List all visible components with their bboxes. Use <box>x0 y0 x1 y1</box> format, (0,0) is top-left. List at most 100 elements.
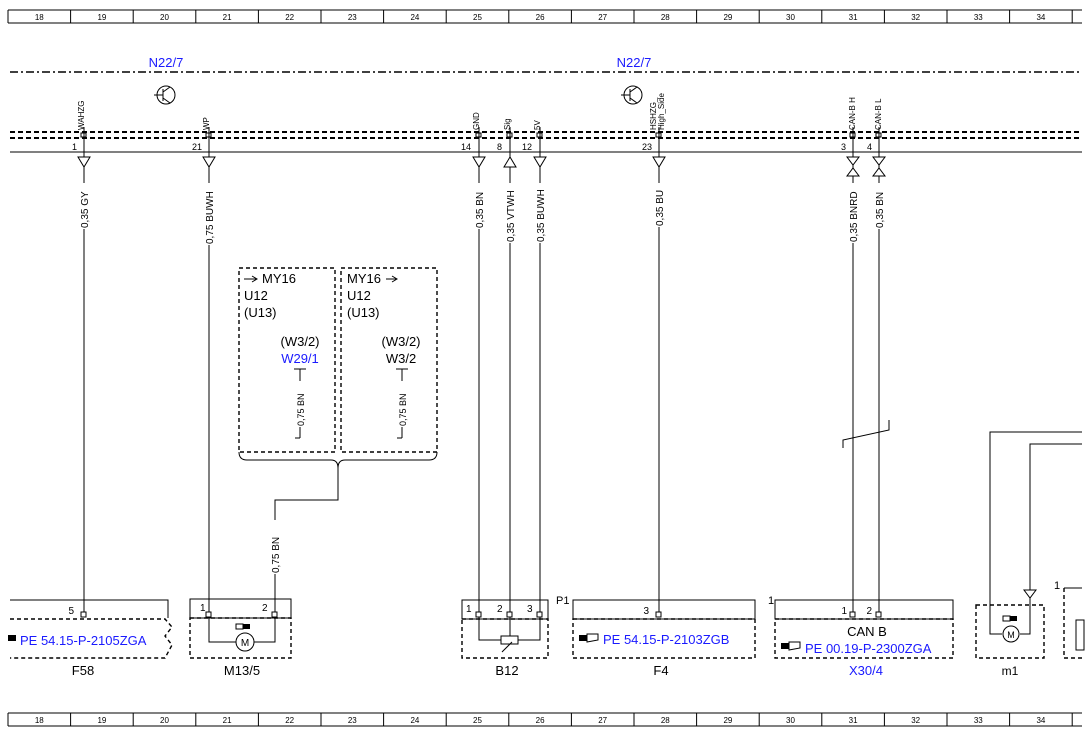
component-tag: P1 <box>556 595 569 607</box>
grid-top-column-number: 26 <box>536 13 545 22</box>
grid-bottom-column-number: 30 <box>786 716 795 725</box>
pin-signal-label: WP <box>202 117 211 130</box>
pin-number: 3 <box>841 142 846 152</box>
reference-link[interactable]: PE 54.15-P-2105ZGA <box>20 633 147 648</box>
component-pin: 2 <box>262 603 268 614</box>
pin-number: 14 <box>461 142 471 152</box>
pin-signal-label: GND <box>472 112 481 130</box>
wire-m1-b <box>1029 443 1082 590</box>
variant-connector: (W3/2) <box>382 334 421 349</box>
grid-bottom-column-number: 31 <box>849 716 858 725</box>
grid-top-column-number: 30 <box>786 13 795 22</box>
pin-number: 21 <box>192 142 202 152</box>
pin-number: 4 <box>867 142 872 152</box>
grid-top-column-number: 21 <box>223 13 232 22</box>
component-b12[interactable]: P1 1 2 3 B12 <box>461 595 569 678</box>
grid-bottom-column-number: 33 <box>974 716 983 725</box>
component-m1[interactable]: M m1 <box>975 598 1045 678</box>
transistor-icon <box>154 85 176 105</box>
reference-link[interactable]: PE 54.15-P-2103ZGB <box>603 632 729 647</box>
wire-label: 0,75 BN <box>296 393 306 426</box>
component-label: M13/5 <box>224 663 260 678</box>
component-pin: 3 <box>527 604 533 615</box>
transistor-icon <box>621 85 643 105</box>
pointing-hand-icon <box>8 635 16 641</box>
pin-signal-label: 5V <box>533 120 542 130</box>
wire-label: 0,75 BN <box>398 393 408 426</box>
component-f58[interactable]: 5 PE 54.15-P-2105ZGA F58 <box>8 599 173 678</box>
grid-top-column-number: 22 <box>285 13 294 22</box>
variant-model-year: MY16 <box>347 271 381 286</box>
component-title: CAN B <box>847 624 887 639</box>
grid-top-column-number: 19 <box>97 13 106 22</box>
control-unit-label-right[interactable]: N22/7 <box>617 55 652 70</box>
pointing-hand-icon <box>579 633 599 643</box>
wire-label: 0,75 BN <box>271 537 282 573</box>
wire-m1-a <box>989 431 1082 612</box>
grid-bottom-column-number: 19 <box>97 716 106 725</box>
component-tag: 1 <box>1054 580 1060 592</box>
grid-top-column-number: 27 <box>598 13 607 22</box>
wire-label: 0,35 BUWH <box>536 189 547 242</box>
wire-label: 0,35 BN <box>475 192 486 228</box>
variant-line: U12 <box>347 288 371 303</box>
component-pin: 3 <box>643 606 649 617</box>
component-pin: 1 <box>841 606 847 617</box>
pointing-hand-icon <box>781 641 801 651</box>
grid-top-column-number: 24 <box>410 13 419 22</box>
pin-signal-label: CAN-B L <box>874 98 883 130</box>
wire-break-mark <box>842 420 890 448</box>
pin-number: 23 <box>642 142 652 152</box>
component-label-link[interactable]: X30/4 <box>849 663 883 678</box>
pin-signal-label: Sig <box>503 118 512 130</box>
pin-number: 1 <box>72 142 77 152</box>
motor-symbol: M <box>241 638 249 649</box>
wire-label: 0,35 BU <box>655 190 666 226</box>
grid-bottom-column-number: 20 <box>160 716 169 725</box>
variant-connector: (W3/2) <box>281 334 320 349</box>
grid-top-column-number: 20 <box>160 13 169 22</box>
grid-top-column-number: 29 <box>723 13 732 22</box>
grid-top-column-number: 25 <box>473 13 482 22</box>
arrow-right-icon <box>386 275 398 283</box>
wire-label: 0,75 BUWH <box>205 191 216 244</box>
grid-bottom-column-number: 23 <box>348 716 357 725</box>
motor-symbol: M <box>1007 630 1015 640</box>
sensor-icon <box>500 635 519 653</box>
arrow-right-icon <box>244 275 258 283</box>
grid-bottom-column-number: 18 <box>35 716 44 725</box>
reference-link[interactable]: PE 00.19-P-2300ZGA <box>805 641 932 656</box>
connector-terminals <box>80 132 882 138</box>
variant-ground-wires <box>294 368 408 439</box>
pin-signal-label: HSHZG_ <box>649 97 658 130</box>
variant-line: U12 <box>244 288 268 303</box>
grid-top-column-number: 18 <box>35 13 44 22</box>
wire-label: 0,35 GY <box>80 191 91 228</box>
component-m13-5[interactable]: 1 2 M M13/5 <box>189 598 292 678</box>
grid-top-column-number: 32 <box>911 13 920 22</box>
variant-brace <box>238 451 438 469</box>
component-pin: 2 <box>497 604 503 615</box>
grid-bottom-column-number: 21 <box>223 716 232 725</box>
motor-icon: M <box>235 623 255 652</box>
grid-bottom-column-number: 32 <box>911 716 920 725</box>
variant-connector-link[interactable]: W29/1 <box>281 351 319 366</box>
pin-number: 8 <box>497 142 502 152</box>
grid-top-column-number: 33 <box>974 13 983 22</box>
component-pin: 2 <box>866 606 872 617</box>
component-f4[interactable]: 3 PE 54.15-P-2103ZGB F4 <box>572 599 756 678</box>
grid-top-column-number: 28 <box>661 13 670 22</box>
component-pin: 1 <box>200 603 206 614</box>
component-x30-4[interactable]: 1 1 2 CAN B PE 00.19-P-2300ZGA X30/4 <box>768 595 954 678</box>
grid-bottom-column-number: 26 <box>536 716 545 725</box>
control-unit-label-left[interactable]: N22/7 <box>149 55 184 70</box>
component-pin: 5 <box>68 606 74 617</box>
motor-icon: M <box>1002 615 1020 643</box>
pin-signal-label: High_Side <box>657 93 666 130</box>
grid-bottom-column-number: 29 <box>723 716 732 725</box>
component-label: F4 <box>653 663 668 678</box>
grid-top-column-number: 31 <box>849 13 858 22</box>
